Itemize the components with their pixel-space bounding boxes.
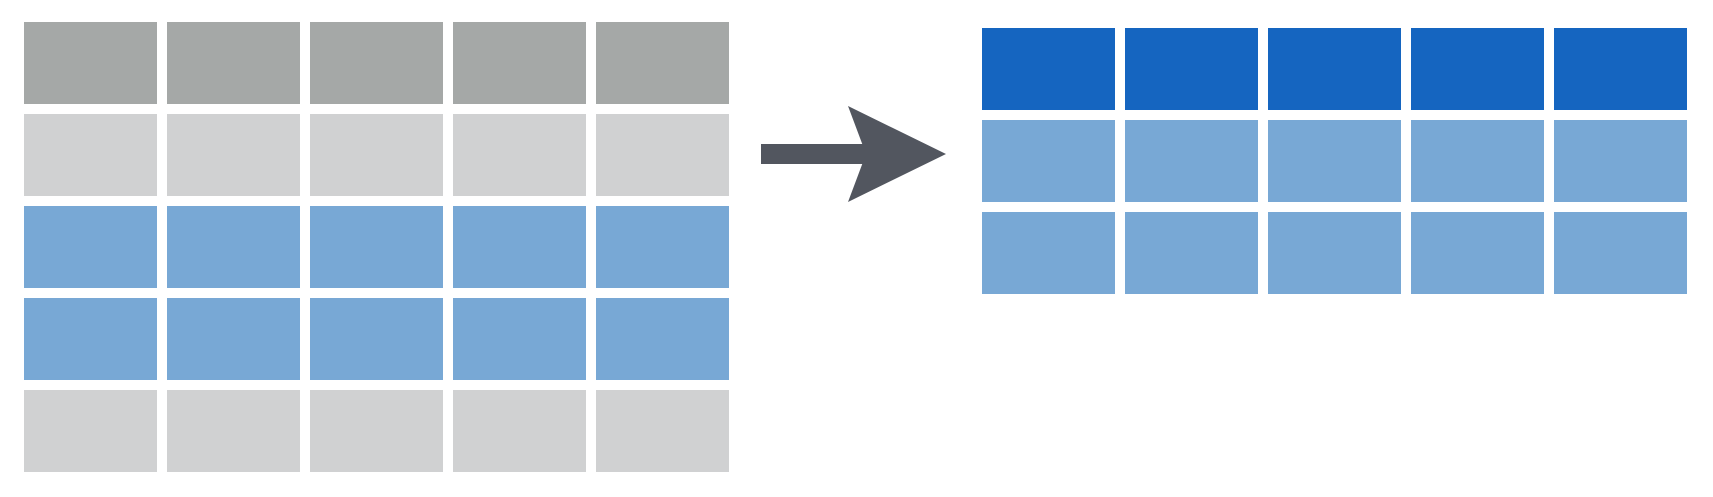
selected-row-cell — [1125, 212, 1258, 294]
unselected-row-cell — [24, 390, 157, 472]
selected-row-cell — [1125, 120, 1258, 202]
selected-row-cell — [1411, 212, 1544, 294]
selected-row-cell — [1268, 120, 1401, 202]
header-cell — [1411, 28, 1544, 110]
selected-row-cell — [167, 298, 300, 380]
selected-row-cell — [453, 206, 586, 288]
header-cell — [1268, 28, 1401, 110]
header-cell — [1125, 28, 1258, 110]
selected-row-cell — [596, 206, 729, 288]
selected-row-cell — [24, 206, 157, 288]
header-cell — [453, 22, 586, 104]
selected-row-cell — [24, 298, 157, 380]
selected-row-cell — [982, 120, 1115, 202]
selected-row-cell — [310, 206, 443, 288]
right-arrow-icon — [761, 106, 946, 202]
header-cell — [596, 22, 729, 104]
selected-row-cell — [1554, 120, 1687, 202]
unselected-row-cell — [167, 114, 300, 196]
arrow-head — [848, 106, 946, 202]
unselected-row-cell — [167, 390, 300, 472]
selected-row-cell — [1554, 212, 1687, 294]
header-cell — [24, 22, 157, 104]
selected-row-cell — [310, 298, 443, 380]
header-cell — [310, 22, 443, 104]
selected-row-cell — [167, 206, 300, 288]
header-cell — [982, 28, 1115, 110]
unselected-row-cell — [596, 114, 729, 196]
selected-row-cell — [1411, 120, 1544, 202]
selected-row-cell — [982, 212, 1115, 294]
arrow-container — [756, 102, 948, 211]
unselected-row-cell — [596, 390, 729, 472]
arrow-shaft — [761, 144, 871, 164]
unselected-row-cell — [24, 114, 157, 196]
header-cell — [167, 22, 300, 104]
selected-row-cell — [453, 298, 586, 380]
header-cell — [1554, 28, 1687, 110]
unselected-row-cell — [453, 390, 586, 472]
result-table — [982, 28, 1687, 294]
unselected-row-cell — [310, 114, 443, 196]
unselected-row-cell — [310, 390, 443, 472]
selected-row-cell — [596, 298, 729, 380]
selected-row-cell — [1268, 212, 1401, 294]
unselected-row-cell — [453, 114, 586, 196]
source-table — [24, 22, 729, 472]
